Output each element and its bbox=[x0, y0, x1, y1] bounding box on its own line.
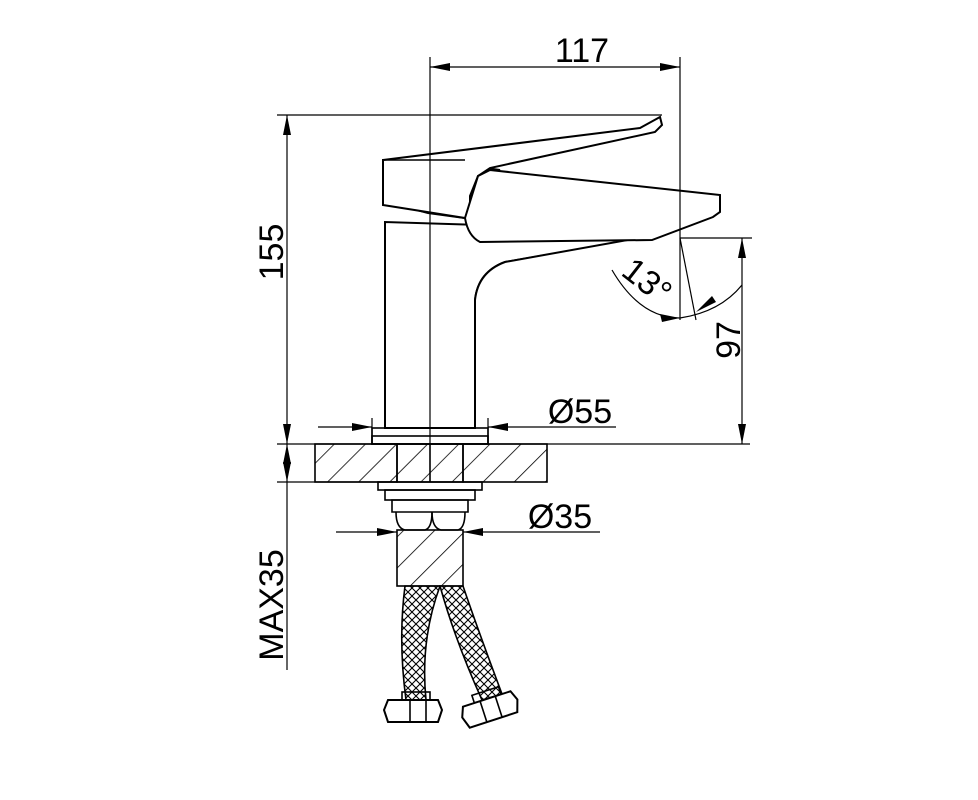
dimension-97-label: 97 bbox=[710, 321, 748, 359]
washer bbox=[377, 481, 483, 491]
dimension-diameter-55: Ø55 bbox=[318, 393, 616, 444]
dimension-diameter-35-label: Ø35 bbox=[528, 498, 592, 536]
spout-underside bbox=[474, 235, 651, 428]
threaded-shank bbox=[396, 529, 464, 587]
dimension-diameter-35: Ø35 bbox=[336, 498, 600, 536]
hose-right bbox=[438, 585, 504, 701]
dimension-117-label: 117 bbox=[555, 32, 609, 70]
faucet-body bbox=[382, 115, 721, 429]
fixing-nut bbox=[384, 489, 476, 501]
dimension-max-35: MAX35 bbox=[253, 444, 397, 670]
base-section bbox=[314, 427, 548, 483]
fixing-assembly bbox=[377, 481, 483, 587]
dimension-155-label: 155 bbox=[253, 224, 291, 281]
hose-left bbox=[400, 585, 442, 701]
hose-nut-left bbox=[382, 691, 444, 723]
dimension-97: 97 bbox=[680, 237, 752, 444]
countertop-right bbox=[462, 443, 548, 483]
countertop-left bbox=[314, 443, 398, 483]
lever-arm bbox=[463, 168, 721, 244]
dimension-max-35-label: MAX35 bbox=[253, 549, 291, 661]
dimension-117: 117 bbox=[430, 32, 681, 320]
dimension-diameter-55-label: Ø55 bbox=[548, 393, 612, 431]
dimension-155: 155 bbox=[253, 114, 750, 445]
hose-nut-right bbox=[461, 685, 519, 729]
flex-hoses bbox=[382, 585, 519, 729]
